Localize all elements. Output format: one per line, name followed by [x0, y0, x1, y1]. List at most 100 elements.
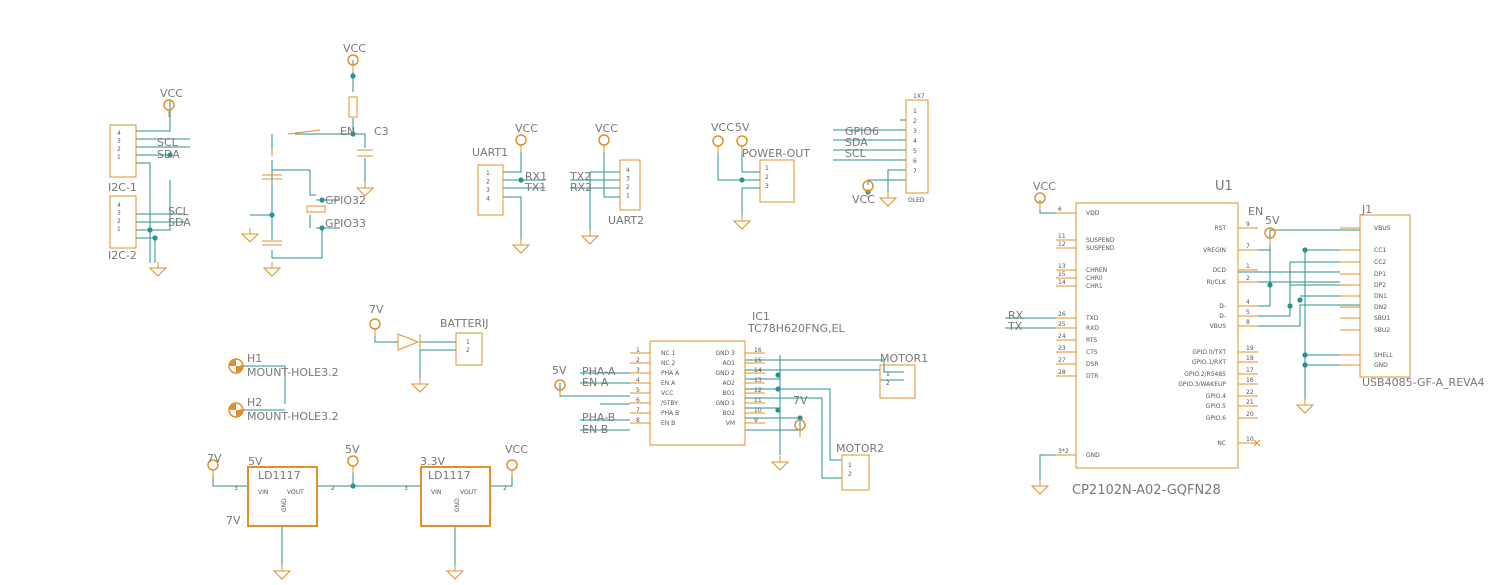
label-7v-reg-bottom: 7V	[226, 514, 241, 527]
u1-pin-name: GPIO.6	[1206, 415, 1226, 422]
motor2-pin: 2	[848, 471, 852, 478]
motor1-pin: 1	[886, 371, 890, 378]
u1-pin-name: VBUS	[1210, 323, 1227, 330]
pin-text: 12	[754, 387, 762, 394]
label-ld1117-2: LD1117	[428, 469, 471, 482]
pin-text: DP1	[1374, 271, 1386, 278]
pin-text: 3	[636, 367, 640, 374]
label-batterij: BATTERIJ	[440, 317, 489, 330]
label-scl-1: SCL	[157, 136, 179, 149]
label-5v-ic1: 5V	[552, 364, 567, 377]
pin-text: 14	[754, 367, 762, 374]
ground-symbol	[1295, 399, 1315, 414]
u1-pin-name: DCD	[1213, 267, 1227, 274]
label-7v-ic1: 7V	[793, 394, 808, 407]
ic1-pin-name: VM	[726, 420, 735, 427]
label-vcc-uart1: VCC	[515, 122, 538, 135]
junction-dot	[797, 415, 803, 421]
ground-symbol	[878, 192, 898, 207]
i2c2-pin: 4	[117, 202, 121, 209]
label-vcc-u1: VCC	[1033, 180, 1056, 193]
pin-text: 15	[754, 357, 762, 364]
ground-symbol	[272, 565, 292, 580]
ld2-vin: VIN	[431, 489, 441, 496]
pin-text: CTS	[1086, 349, 1098, 356]
oled-pin: 3	[913, 128, 917, 135]
pin-text: DP2	[1374, 282, 1386, 289]
supply-symbol	[163, 99, 175, 111]
label-rx2: RX2	[570, 181, 592, 194]
power-pin: 3	[765, 183, 769, 190]
pin-text: 25	[1058, 321, 1066, 328]
i2c1-pin: 4	[117, 130, 121, 137]
ld1-gnd: GND	[281, 498, 288, 512]
mount-hole-fill	[229, 403, 243, 417]
label-u1: U1	[1215, 179, 1233, 194]
ground-symbol	[355, 182, 375, 197]
label-5v-u1: 5V	[1265, 214, 1280, 227]
pin-text: CC2	[1374, 259, 1386, 266]
u1-body	[1075, 202, 1239, 469]
junction-dot	[775, 407, 781, 413]
label-tx2: TX2	[569, 170, 591, 183]
oled-pin: 2	[913, 118, 917, 125]
uart1-pin: 4	[486, 196, 490, 203]
i2c1-pin: 3	[117, 138, 121, 145]
pin-text: 1	[1246, 263, 1250, 270]
ic1-pin-name: GND 2	[716, 370, 736, 377]
label-i2c-2: I2C-2	[108, 249, 137, 262]
junction-dot	[167, 152, 173, 158]
ic1-pin-name: GND 1	[716, 400, 736, 407]
junction-dot	[319, 197, 325, 203]
ld1117-pin-labels: VIN VOUT GND VIN VOUT GND	[258, 489, 477, 512]
junction-dot	[1267, 282, 1273, 288]
label-vcc-i2c: VCC	[160, 87, 183, 100]
oled-pin: 1	[913, 108, 917, 115]
junction-dot	[518, 177, 524, 183]
battery-diode	[397, 333, 421, 351]
pin-text: CHR1	[1086, 283, 1103, 290]
label-en-a: EN-A	[582, 376, 609, 389]
junction-dot	[775, 386, 781, 392]
pin-text: 2	[636, 357, 640, 364]
label-vcc-uart2: VCC	[595, 122, 618, 135]
ground-symbol	[148, 262, 168, 277]
supply-symbol	[347, 455, 359, 467]
pin-text: 9	[754, 417, 758, 424]
pin-text: CC1	[1374, 247, 1386, 254]
oled-pin: 6	[913, 158, 917, 165]
oled-header	[905, 99, 929, 194]
pin-text: PHA B	[661, 410, 679, 417]
label-en-b: EN-B	[582, 423, 608, 436]
label-u1-part: CP2102N-A02-GQFN28	[1072, 483, 1221, 498]
pin-text: 5	[636, 387, 640, 394]
u1-pin-name: D-	[1219, 303, 1226, 310]
pin-text: 8	[636, 417, 640, 424]
u1-pin-name: RI/CLK	[1207, 279, 1227, 286]
ground-symbol	[262, 262, 282, 277]
oled-pin: 4	[913, 138, 917, 145]
pin-text: TXD	[1085, 315, 1099, 322]
label-vcc-oled: VCC	[852, 193, 875, 206]
uart2-pin: 1	[626, 193, 630, 200]
pin-text: EN B	[661, 420, 675, 427]
label-gpio6: GPIO6	[845, 125, 879, 138]
label-mount-hole-1: MOUNT-HOLE3.2	[247, 366, 339, 379]
junction-dot	[1302, 247, 1308, 253]
junctions	[147, 73, 1308, 489]
ld1117-1-body	[247, 466, 318, 527]
junction-dot	[1302, 352, 1308, 358]
pin-text: EN A	[661, 380, 676, 387]
pin-text: GND	[1374, 362, 1388, 369]
ic1-pin-name: BO1	[722, 390, 735, 397]
u1-pin-name: D-	[1219, 313, 1226, 320]
pin-text: 16	[1246, 377, 1254, 384]
supply-symbol	[712, 135, 724, 147]
ground-symbol	[511, 239, 531, 254]
motor2-connector	[841, 454, 870, 491]
pin-text: 4	[1246, 299, 1250, 306]
label-7v-reg: 7V	[207, 452, 222, 465]
pin-text: NC 2	[661, 360, 676, 367]
label-en: EN	[340, 125, 355, 138]
